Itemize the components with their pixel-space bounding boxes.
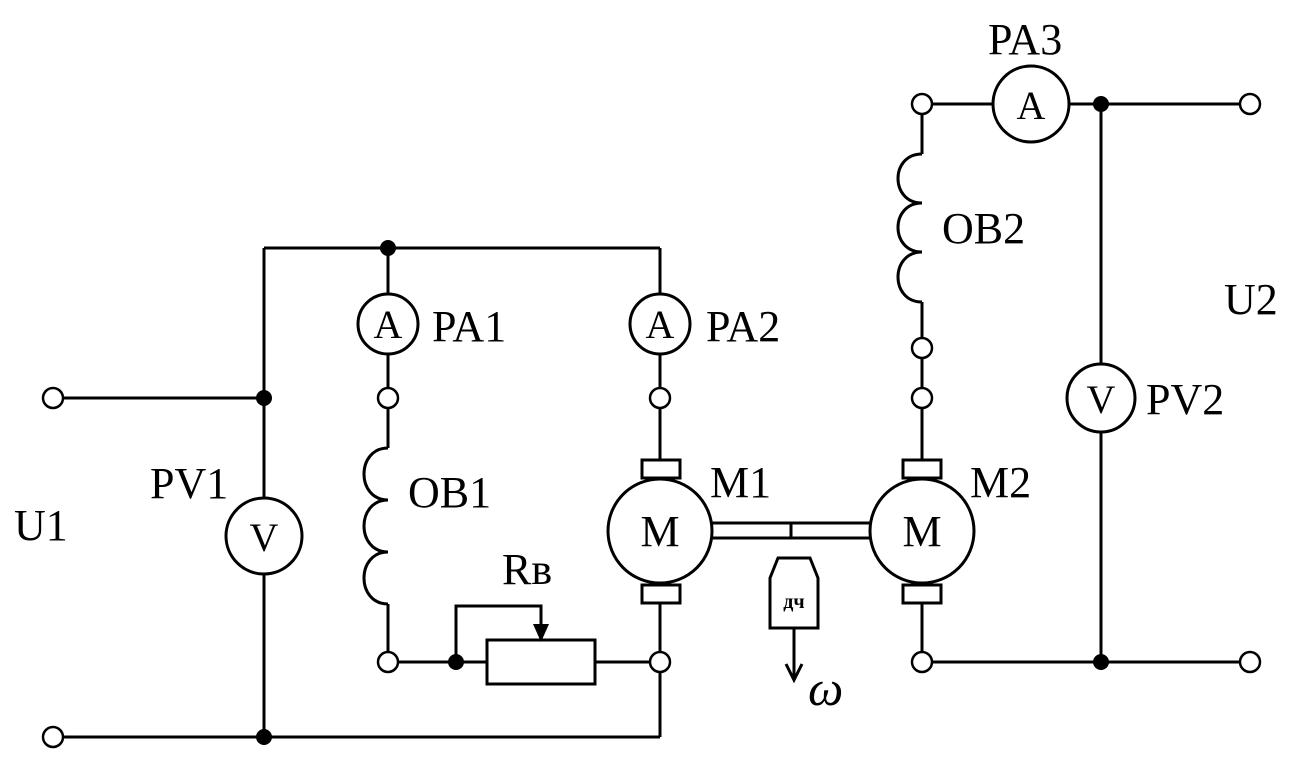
ammeter-pa2: A bbox=[628, 292, 692, 356]
voltmeter-pv1: V bbox=[224, 496, 304, 576]
rheostat-rv bbox=[485, 638, 597, 686]
ammeter-pa1-symbol: A bbox=[374, 302, 403, 347]
motor-m2-symbol: M bbox=[902, 507, 941, 556]
ammeter-pa3-symbol: A bbox=[1017, 83, 1046, 128]
voltmeter-pv2-symbol: V bbox=[1087, 377, 1116, 422]
motor-m1-symbol: M bbox=[640, 507, 679, 556]
terminal-m2-top bbox=[910, 386, 934, 410]
motor-m1: M bbox=[606, 458, 714, 605]
terminal-pa1-out bbox=[376, 386, 400, 410]
label-ob2: ОВ2 bbox=[942, 204, 1025, 253]
terminal-m2-bottom bbox=[910, 650, 934, 674]
label-pa3: PA3 bbox=[988, 15, 1062, 64]
label-ob1: ОВ1 bbox=[408, 468, 491, 517]
wires bbox=[64, 102, 1240, 739]
label-m2: M2 bbox=[970, 458, 1031, 507]
voltmeter-pv1-symbol: V bbox=[250, 515, 279, 560]
label-m1: M1 bbox=[710, 458, 771, 507]
shaft-coupling bbox=[712, 521, 870, 540]
ob1-winding bbox=[362, 446, 389, 606]
ammeter-pa1: A bbox=[356, 292, 420, 356]
label-pv2: PV2 bbox=[1146, 375, 1224, 424]
terminal-u1-bottom bbox=[41, 725, 65, 749]
label-u1: U1 bbox=[14, 501, 68, 550]
motor-m2: M bbox=[868, 458, 976, 605]
terminal-pa2-out bbox=[648, 386, 672, 410]
terminal-ob2-top bbox=[910, 92, 934, 116]
label-pv1: PV1 bbox=[150, 459, 228, 508]
terminal-u2-top bbox=[1238, 92, 1262, 116]
terminal-u1-top bbox=[41, 386, 65, 410]
terminal-ob2-bottom bbox=[910, 336, 934, 360]
terminal-ob1-bottom bbox=[376, 650, 400, 674]
ob2-winding bbox=[896, 152, 923, 304]
ammeter-pa3: A bbox=[991, 64, 1071, 144]
terminals bbox=[41, 92, 1262, 749]
terminal-u2-bottom bbox=[1238, 650, 1262, 674]
label-rv: Rв bbox=[502, 545, 552, 594]
tachometer-symbol: дч bbox=[783, 591, 804, 613]
label-omega: ω bbox=[808, 660, 843, 716]
tachogenerator: дч bbox=[768, 556, 820, 630]
ammeter-pa2-symbol: A bbox=[646, 302, 675, 347]
labels: U1 U2 PV1 PV2 PA1 PA2 PA3 ОВ1 ОВ2 M1 M2 … bbox=[14, 15, 1278, 716]
label-u2: U2 bbox=[1224, 275, 1278, 324]
terminal-m1-bottom bbox=[648, 650, 672, 674]
junctions bbox=[256, 96, 1109, 745]
rheostat-arrow-icon bbox=[533, 624, 549, 642]
label-pa2: PA2 bbox=[706, 302, 780, 351]
label-pa1: PA1 bbox=[432, 302, 506, 351]
voltmeter-pv2: V bbox=[1065, 362, 1137, 434]
